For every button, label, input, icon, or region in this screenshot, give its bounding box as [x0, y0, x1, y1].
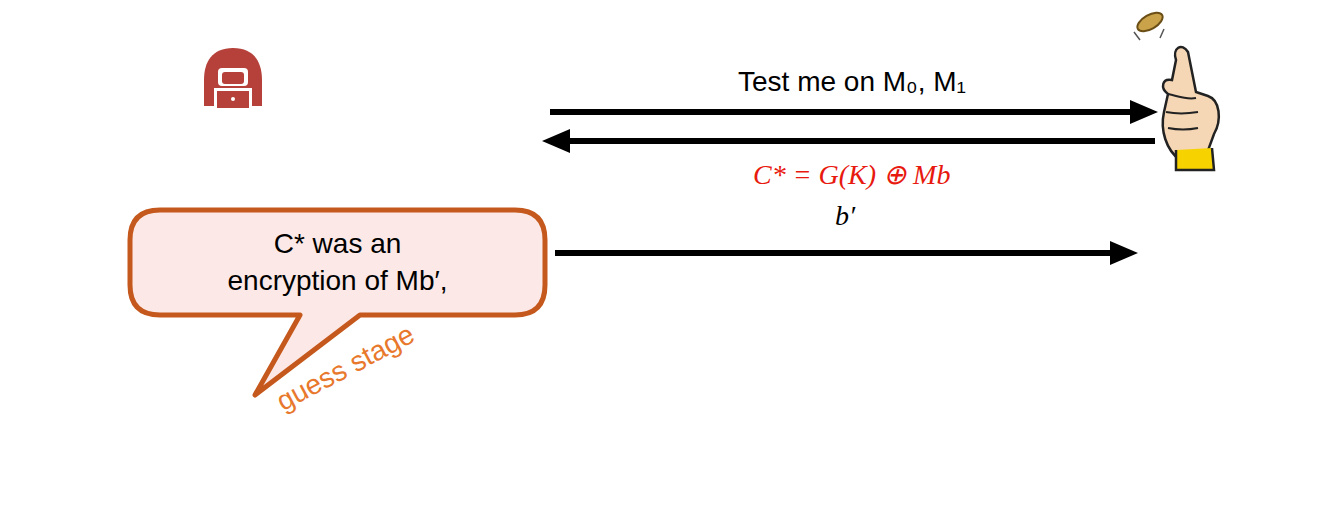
bubble-outline — [130, 210, 545, 315]
coin-flip-hand — [1134, 9, 1219, 170]
hacker-icon — [204, 48, 262, 108]
speech-bubble: C* was an encryption of Mb′, — [130, 210, 545, 315]
ciphertext-label: C* = G(K) ⊕ Mb — [753, 158, 950, 191]
guess-label: b′ — [835, 200, 855, 232]
message-arrows — [542, 100, 1158, 265]
message-label: Test me on M₀, M₁ — [738, 66, 966, 98]
bubble-text: C* was an encryption of Mb′, — [215, 226, 460, 299]
